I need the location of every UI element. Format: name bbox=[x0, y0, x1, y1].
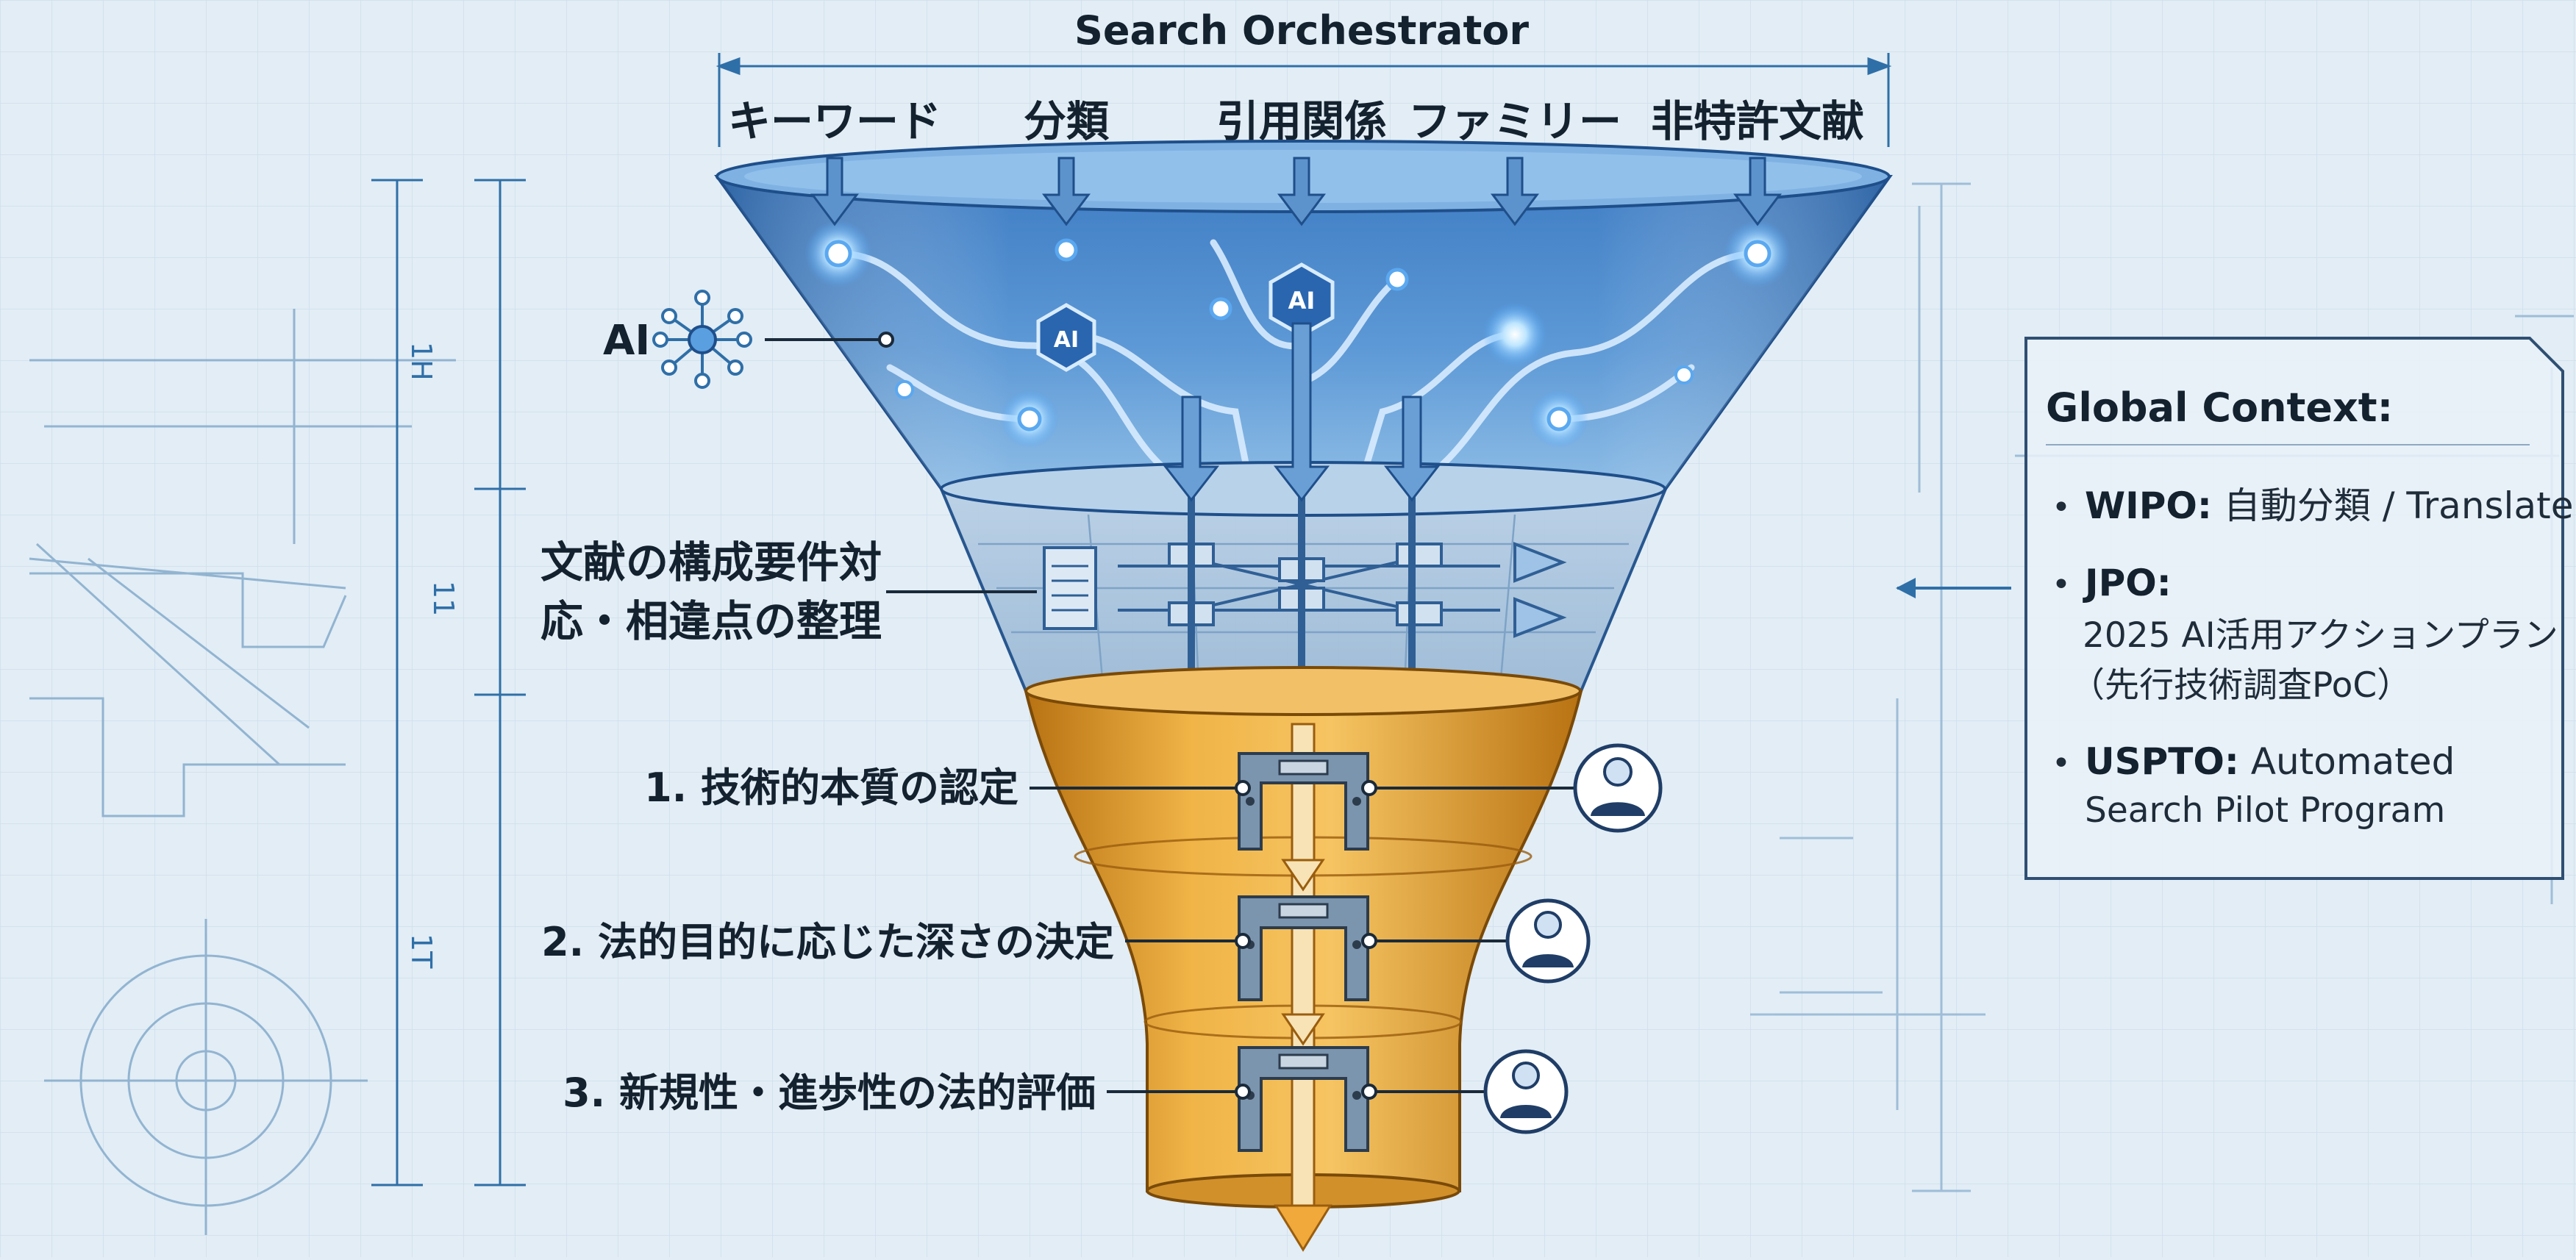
expert-link-3 bbox=[1361, 1084, 1485, 1100]
title-dimension-line bbox=[716, 53, 1892, 147]
step-1-label: 1. 技術的本質の認定 bbox=[644, 765, 1018, 811]
panel-key-jpo: JPO: bbox=[2083, 562, 2172, 604]
signal-triangles bbox=[1513, 542, 1567, 638]
dimension-label-2: 11 bbox=[427, 581, 460, 616]
input-label-keyword: キーワード bbox=[728, 96, 941, 146]
input-label-citation: 引用関係 bbox=[1216, 96, 1387, 146]
panel-text-jpo-line2: （先行技術調査PoC） bbox=[2070, 665, 2411, 706]
middle-label-line1: 文献の構成要件対 bbox=[540, 537, 882, 587]
central-flow-arrow bbox=[1274, 723, 1332, 1252]
panel-text-uspto-line1: Automated bbox=[2239, 740, 2455, 783]
panel-key-wipo: WIPO: bbox=[2085, 484, 2212, 527]
step-3-label: 3. 新規性・進歩性の法的評価 bbox=[563, 1070, 1096, 1116]
person-icon-2 bbox=[1505, 898, 1591, 984]
funnel-flow-arrows bbox=[1163, 322, 1441, 502]
dimension-label-1: 1H bbox=[405, 342, 438, 381]
step-2-label: 2. 法的目的に応じた深さの決定 bbox=[541, 919, 1114, 965]
dimension-label-3: 1T bbox=[405, 934, 438, 969]
gate-2 bbox=[1238, 895, 1369, 1001]
ai-chip-2-label: AI bbox=[1288, 287, 1316, 315]
panel-text-jpo-line1: 2025 AI活用アクションプラン bbox=[2083, 615, 2558, 656]
input-label-classification: 分類 bbox=[1024, 96, 1110, 146]
expert-link-2 bbox=[1361, 933, 1508, 949]
ai-chip-1-label: AI bbox=[1054, 327, 1079, 353]
global-context-panel: Global Context: • WIPO: 自動分類 / Translate… bbox=[1896, 337, 2573, 880]
panel-text-uspto-line2: Search Pilot Program bbox=[2085, 790, 2445, 831]
ai-chip-2: AI bbox=[1269, 262, 1335, 337]
panel-title: Global Context: bbox=[2046, 384, 2393, 431]
gate-3 bbox=[1238, 1046, 1369, 1152]
dimension-lines-left bbox=[371, 179, 526, 1186]
expert-link-1 bbox=[1361, 780, 1574, 796]
input-label-npl: 非特許文献 bbox=[1651, 96, 1864, 146]
document-icon bbox=[1043, 546, 1097, 630]
panel-item-uspto: USPTO: Automated bbox=[2085, 740, 2455, 783]
panel-key-uspto: USPTO: bbox=[2085, 740, 2239, 783]
person-icon-3 bbox=[1483, 1049, 1569, 1134]
panel-bullet-1: • bbox=[2052, 489, 2071, 526]
panel-bullet-2: • bbox=[2052, 566, 2071, 604]
funnel-expert-layer bbox=[1024, 666, 1583, 1252]
diagram-title: Search Orchestrator bbox=[1074, 7, 1529, 54]
panel-bullet-3: • bbox=[2052, 745, 2071, 782]
ai-network-icon bbox=[652, 290, 752, 389]
middle-label-line2: 応・相違点の整理 bbox=[540, 596, 882, 646]
ai-label: AI bbox=[603, 317, 650, 365]
panel-text-wipo: 自動分類 / Translate bbox=[2212, 484, 2574, 527]
blueprint-sketch-left bbox=[29, 309, 456, 1235]
person-icon-1 bbox=[1573, 743, 1663, 833]
ai-chip-1: AI bbox=[1036, 303, 1096, 372]
panel-item-wipo: WIPO: 自動分類 / Translate bbox=[2085, 484, 2573, 527]
input-label-family: ファミリー bbox=[1408, 96, 1621, 146]
input-arrows bbox=[810, 157, 1782, 226]
circuit-nodes bbox=[804, 220, 1791, 448]
